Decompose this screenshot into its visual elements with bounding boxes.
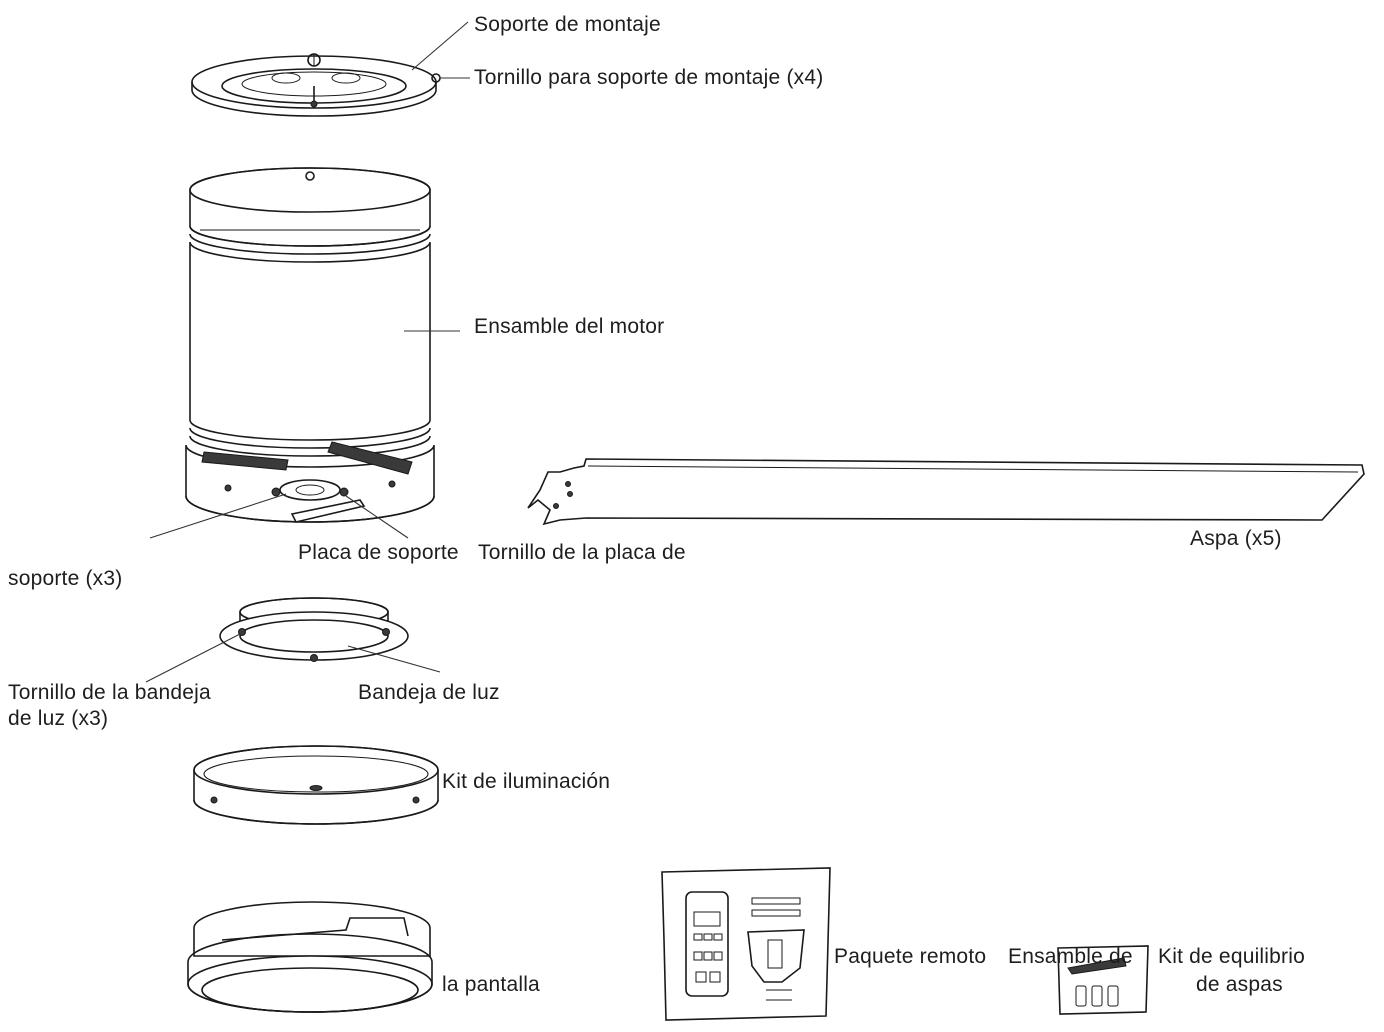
label-mounting-bracket-screw: Tornillo para soporte de montaje (x4) bbox=[474, 66, 824, 89]
label-motor-assembly: Ensamble del motor bbox=[474, 315, 665, 338]
label-support-plate: Placa de soporte bbox=[298, 541, 459, 564]
label-support-plate-screw-line2: soporte (x3) bbox=[8, 567, 123, 590]
label-blade: Aspa (x5) bbox=[1190, 527, 1282, 550]
label-mounting-bracket: Soporte de montaje bbox=[474, 13, 661, 36]
light-kit-illustration bbox=[193, 745, 439, 825]
label-balance-kit-line1: Kit de equilibrio bbox=[1158, 945, 1305, 968]
leader-lines bbox=[145, 21, 470, 683]
label-support-plate-screw-line1: Tornillo de la placa de bbox=[478, 541, 686, 564]
label-light-kit: Kit de iluminación bbox=[442, 770, 611, 793]
label-light-tray-screw-line1: Tornillo de la bandeja bbox=[8, 681, 211, 704]
label-balance-kit-line2: de aspas bbox=[1196, 973, 1283, 996]
shade-illustration bbox=[187, 901, 433, 1013]
mounting-bracket-illustration bbox=[191, 53, 441, 117]
remote-package-illustration bbox=[661, 867, 831, 1021]
balance-kit-illustration bbox=[1057, 945, 1149, 1015]
motor-assembly-illustration bbox=[185, 167, 435, 523]
label-light-tray: Bandeja de luz bbox=[358, 681, 500, 704]
light-tray-illustration bbox=[219, 597, 409, 662]
label-remote-package: Paquete remoto bbox=[834, 945, 987, 968]
label-shade: la pantalla bbox=[442, 973, 540, 996]
label-light-tray-screw-line2: de luz (x3) bbox=[8, 707, 109, 730]
label-shade-assembly: Ensamble de bbox=[1008, 945, 1133, 968]
blade-illustration bbox=[527, 458, 1365, 526]
